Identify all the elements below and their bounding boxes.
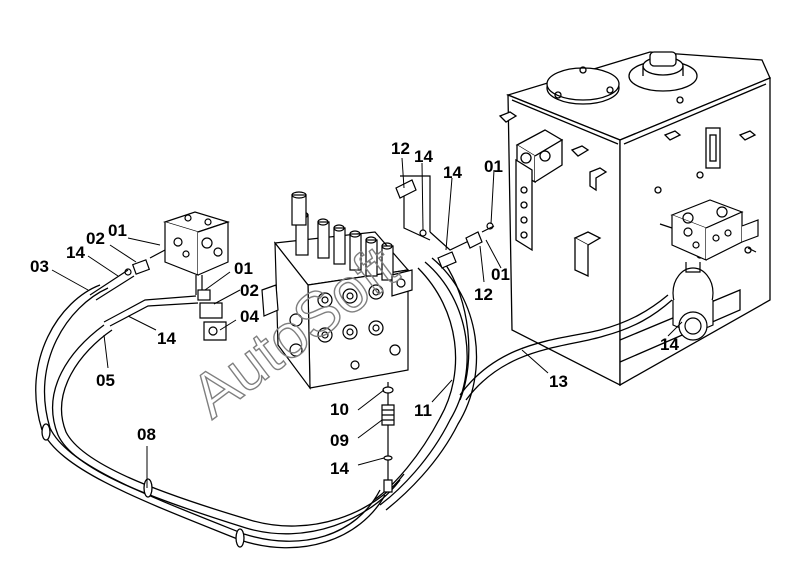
hose-13 <box>459 294 673 401</box>
callout-14-left-upper: 14 <box>66 243 85 262</box>
callout-14-bottom: 14 <box>330 459 349 478</box>
callout-12-lower: 12 <box>474 285 493 304</box>
callout-04: 04 <box>240 307 259 326</box>
callout-09: 09 <box>330 431 349 450</box>
callout-14-left-lower: 14 <box>157 329 176 348</box>
callout-12-top: 12 <box>391 139 410 158</box>
callout-01-lower-right: 01 <box>491 265 510 284</box>
callout-13: 13 <box>549 372 568 391</box>
leader-lines <box>51 157 683 488</box>
callout-03: 03 <box>30 257 49 276</box>
callout-14-top-left: 14 <box>414 147 433 166</box>
callout-10: 10 <box>330 400 349 419</box>
control-valve-bank <box>261 191 413 390</box>
callout-08: 08 <box>137 425 156 444</box>
callout-05: 05 <box>96 371 115 390</box>
callout-02-left-fitting: 02 <box>86 229 105 248</box>
hydraulic-tank <box>498 51 771 387</box>
tank-valve-block <box>659 199 759 341</box>
callout-14-tank: 14 <box>660 335 679 354</box>
callout-01-top-right: 01 <box>484 157 503 176</box>
top-fittings <box>395 179 495 269</box>
callout-01-center-fitting: 01 <box>234 259 253 278</box>
hose-11 <box>373 257 478 511</box>
bottom-fittings <box>381 386 395 493</box>
left-valve-block <box>124 211 230 341</box>
callout-02-center-fitting: 02 <box>240 281 259 300</box>
callout-labels: 01 02 14 03 14 05 01 02 04 08 10 09 14 1… <box>30 139 679 478</box>
hose-bundle-08 <box>35 284 405 549</box>
callout-14-top-right: 14 <box>443 163 462 182</box>
callout-01-left-block: 01 <box>108 221 127 240</box>
callout-11: 11 <box>414 401 432 420</box>
